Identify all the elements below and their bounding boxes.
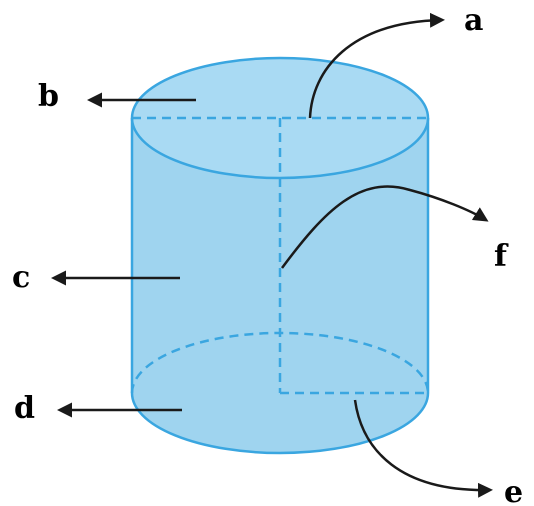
label-e: e	[504, 475, 523, 506]
cylinder-bottom-front-arc	[130, 392, 430, 455]
label-d: d	[14, 391, 35, 426]
label-a: a	[464, 3, 483, 38]
arrow-a	[308, 12, 445, 119]
label-f: f	[494, 239, 509, 274]
label-b: b	[38, 79, 59, 114]
label-c: c	[12, 260, 30, 295]
arrow-e	[353, 399, 493, 498]
arrow-f	[280, 185, 489, 269]
